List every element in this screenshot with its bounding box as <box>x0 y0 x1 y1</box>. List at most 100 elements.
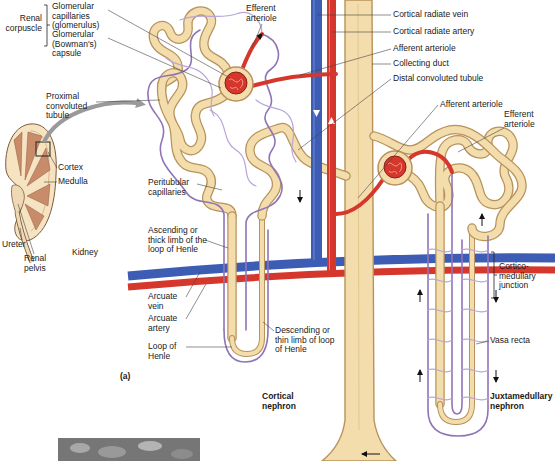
part-label: Cortico-medullary junction <box>499 262 555 291</box>
tubule-outline <box>227 216 237 338</box>
flow-arrow <box>328 117 335 124</box>
part-label: Arcuate vein <box>148 292 188 311</box>
capillary <box>256 100 296 162</box>
leader-line <box>263 322 274 331</box>
collecting-duct <box>322 0 396 461</box>
leader-line <box>317 15 391 16</box>
vasa-recta-vessel <box>428 214 488 436</box>
arcuate-vessels <box>128 258 555 287</box>
part-label: Cortex <box>58 163 104 173</box>
arcuate-artery-band <box>128 270 555 287</box>
leader-line <box>20 228 22 240</box>
medullary-pyramid <box>14 132 22 176</box>
part-label: Afferent arteriole <box>440 100 530 110</box>
leader-line <box>332 32 391 33</box>
glomerulus <box>384 156 406 178</box>
thin-limb <box>440 228 472 422</box>
part-label: Collecting duct <box>393 59 523 69</box>
leader-line <box>300 49 391 75</box>
bracket <box>491 252 497 298</box>
efferent-arteriole-vessel <box>408 152 452 172</box>
part-label: Peritubular capillaries <box>148 178 198 197</box>
part-label: Glomerular capillaries (glomerulus) <box>52 2 110 31</box>
micrograph-texture <box>70 443 90 453</box>
leader-line <box>186 347 232 348</box>
capillary <box>224 230 268 362</box>
glomerulus-texture <box>229 79 243 90</box>
glomerulus-texture <box>388 163 402 174</box>
part-label: Vasa recta <box>490 336 550 346</box>
tubule-outline <box>440 228 472 422</box>
part-label: Efferent arteriole <box>504 110 554 129</box>
leader-line <box>186 284 206 319</box>
leader-line <box>197 184 222 190</box>
part-label: Juxtamedullary nephron <box>490 392 554 411</box>
distal-tubule <box>374 129 522 236</box>
vasa-recta-rung <box>428 249 488 252</box>
thick-limb <box>229 216 236 338</box>
part-label: Renal pelvis <box>24 254 64 273</box>
part-label: Afferent arteriole <box>393 44 523 54</box>
zoom-box <box>36 142 50 156</box>
part-label: Cortical radiate vein <box>393 10 523 20</box>
kidney-inset <box>6 103 142 262</box>
medullary-pyramid <box>27 184 50 206</box>
renal-corpuscle-juxtamedullary <box>378 151 412 185</box>
vessel-highlight <box>314 0 315 260</box>
leader-line <box>298 79 391 150</box>
bowman-capsule <box>378 151 412 185</box>
thick-limb <box>437 206 444 404</box>
leader-line <box>44 182 57 183</box>
bracket <box>44 5 50 46</box>
part-label: Medulla <box>58 177 104 187</box>
medullary-pyramid <box>27 148 50 186</box>
part-label: Cortical nephron <box>262 392 314 411</box>
leader-line <box>252 24 262 48</box>
renal-corpuscle-cortical <box>219 67 253 101</box>
leader-line <box>476 341 489 344</box>
tubule-outline <box>232 216 262 354</box>
part-label: Glomerular (Bowman's) capsule <box>52 30 110 59</box>
leader-line <box>358 105 438 198</box>
micrograph-texture <box>138 441 162 451</box>
part-label: Kidney <box>72 248 112 258</box>
renal-pelvis-shape <box>11 185 24 214</box>
vasa-recta-network <box>428 172 488 436</box>
part-label: Loop of Henle <box>148 342 188 361</box>
duct-shading <box>358 4 359 430</box>
flow-arrow <box>482 214 483 226</box>
vasa-recta-rung <box>428 309 488 312</box>
flow-arrow <box>362 454 380 455</box>
leader-line <box>108 38 221 88</box>
flow-arrow <box>496 290 497 302</box>
flow-arrow <box>313 110 320 117</box>
leader-line <box>205 240 228 248</box>
vasa-recta-rung <box>428 397 488 400</box>
glomerulus <box>225 72 247 94</box>
leader-line <box>186 272 200 297</box>
cortical-radiate-artery-column <box>327 0 336 272</box>
bowman-capsule <box>219 67 253 101</box>
part-label: Efferent arteriole <box>246 4 292 23</box>
flow-arrow <box>420 290 421 302</box>
part-label: Arcuate artery <box>148 314 188 333</box>
leader-line <box>108 10 230 78</box>
leader-line <box>48 152 57 168</box>
flow-arrow <box>300 190 301 202</box>
micrograph-strip <box>58 438 200 461</box>
part-label: Renal corpuscle <box>2 14 42 33</box>
vasa-recta-rung <box>428 339 488 342</box>
capillary <box>210 110 256 186</box>
part-label: Descending or thin limb of loop of Henle <box>275 326 337 355</box>
vasa-recta-rung <box>428 369 488 372</box>
part-label: Ascending or thick limb of the loop of H… <box>148 226 210 255</box>
micrograph <box>58 438 200 461</box>
flow-arrow <box>496 370 497 382</box>
vasa-recta-rung <box>428 279 488 282</box>
part-label: Cortical radiate artery <box>393 27 523 37</box>
tubule-outline <box>374 129 522 236</box>
part-label: (a) <box>120 372 140 382</box>
tubule-outline <box>435 206 445 404</box>
